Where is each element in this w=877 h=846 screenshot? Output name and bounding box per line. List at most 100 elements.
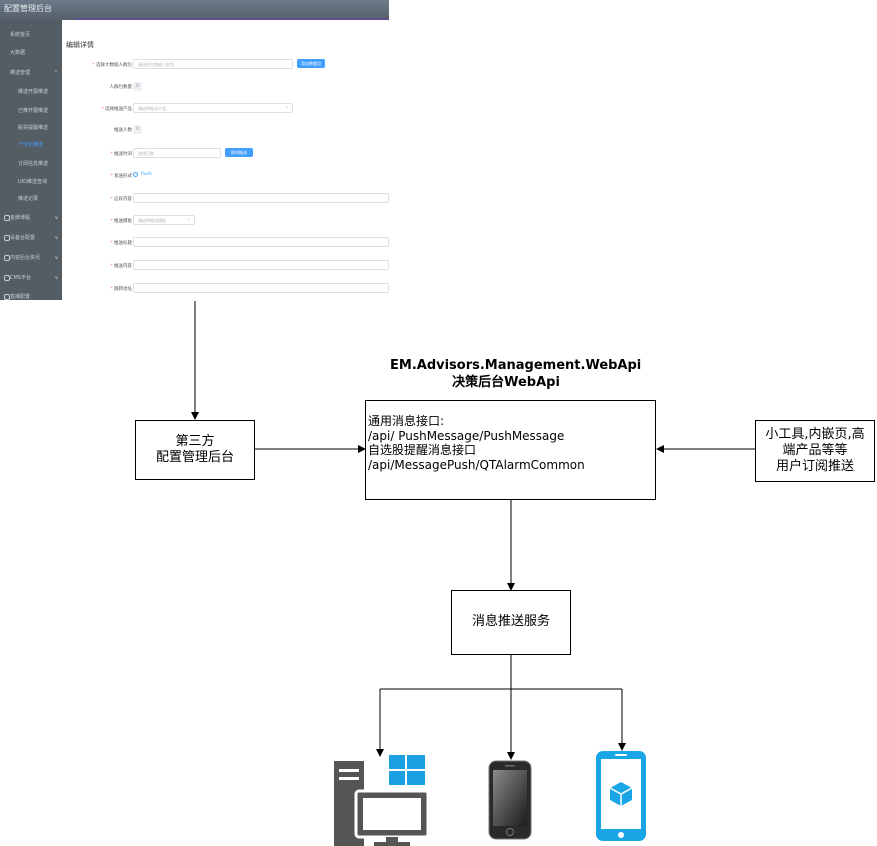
tools-box: 小工具,内嵌页,高 端产品等等 用户订阅推送 [755,420,875,482]
form-label: * 推送内容 [110,263,132,269]
form-row: * 这段内容 [62,193,389,205]
sidebar-item[interactable]: 个性化推送 [0,138,62,152]
windows-pc-icon [334,755,429,846]
tools-line3: 用户订阅推送 [775,459,854,474]
chevron-icon: v [55,215,58,221]
form-label-text: 推送内容 [114,264,132,269]
sidebar-item[interactable]: 推送管理^ [0,66,62,80]
sidebar-item-label: 推送记录 [18,196,39,202]
topbar-accent-line [75,18,389,20]
form-input[interactable]: 请选择推送模板⌄ [133,215,195,225]
form-label-text: 选择大数据人群包 [96,63,132,68]
third-party-line2: 配置管理后台 [155,450,234,465]
form-input[interactable]: 请选择推送产品 ⌄ [133,103,293,113]
sidebar-item[interactable]: 推送记录 [0,192,62,206]
api-box-line: /api/ PushMessage/PushMessage [368,429,565,443]
form-label: 推送人数 [114,127,132,133]
tools-line2: 端产品等等 [782,443,848,458]
sidebar-item-label: 设备台配置 [10,235,36,241]
sidebar-item[interactable]: 推送开展推送 [0,85,62,99]
form-button[interactable]: 添加数据包 [297,59,325,68]
smartphone-icon [488,760,532,840]
push-radio[interactable] [133,172,138,177]
form-label-text: 推送模板 [114,219,132,224]
form-label: * 选择推送产品 [101,106,132,112]
count-value: 0 [133,82,142,91]
sidebar-item[interactable]: 金牌课程 v [0,211,62,225]
form-input[interactable] [133,260,389,270]
required-mark: * [110,287,114,292]
form-row: * 发送形式 Push [62,170,389,182]
chevron-icon: v [55,255,58,261]
required-mark: * [110,152,114,157]
form-label-text: 推送时间 [114,152,132,157]
sidebar-item[interactable]: CMS平台 v [0,271,62,285]
form-row: * 推送内容 [62,260,389,272]
menu-icon [4,215,10,221]
tools-line1: 小工具,内嵌页,高 [765,427,865,442]
sidebar-item[interactable]: 已推开展推送 [0,104,62,118]
form-label-text: 选择推送产品 [105,107,132,112]
sidebar-item[interactable]: 系统首页 [0,28,62,42]
input-placeholder: 请选择大数据人群包 [138,61,174,67]
input-placeholder: 选择日期 [138,150,154,156]
chevron-icon: v [55,275,58,281]
required-mark: * [110,264,114,269]
radio-label: Push [141,172,152,177]
form-row: * 推送模板请选择推送模板⌄ [62,215,389,227]
form-row: * 跳转地址 [62,283,389,295]
form-label: * 这段内容 [110,196,132,202]
input-placeholder: 请选择推送产品 [138,105,166,111]
sidebar-item-label: 系统首页 [10,32,31,38]
admin-topbar: 配置管理后台 [0,0,389,20]
required-mark: * [110,174,114,179]
sidebar-item[interactable]: 直播配置 [0,290,62,300]
sidebar-item-label: 内容后台资讯 [10,255,41,261]
form-label: * 选择大数据人群包 [92,62,132,68]
form-label-text: 这段内容 [114,197,132,202]
sidebar-item[interactable]: 大数据 [0,46,62,60]
form-row: * 推送标题 [62,237,389,249]
sidebar-item-label: 大数据 [10,50,26,56]
form-label-text: 推送标题 [114,241,132,246]
form-input[interactable] [133,193,389,203]
sidebar-item[interactable]: 内容后台资讯 v [0,251,62,265]
sidebar-item[interactable]: 股票提醒推送 [0,121,62,135]
third-party-line1: 第三方 [175,434,215,449]
sidebar-item[interactable]: UID推送查询 [0,175,62,189]
chevron-icon: ^ [53,70,58,76]
chevron-icon: v [55,235,58,241]
menu-icon [4,255,10,261]
form-label: * 跳转地址 [110,286,132,292]
sidebar-item-label: CMS平台 [10,275,31,281]
api-title-line1: EM.Advisors.Management.WebApi [390,358,642,373]
form-row: * 推送时间 选择日期 即时推送 [62,148,389,160]
sidebar-item[interactable]: 订阅信息推送 [0,157,62,171]
form-input[interactable] [133,237,389,247]
sidebar-item-label: 金牌课程 [10,215,31,221]
required-mark: * [101,107,105,112]
required-mark: * [92,63,96,68]
chevron-down-icon: ⌄ [284,104,289,110]
form-input[interactable]: 选择日期 [133,148,221,158]
form-button[interactable]: 即时推送 [225,148,253,157]
required-mark: * [110,197,114,202]
count-value: 0 [133,125,142,134]
form-input[interactable]: 请选择大数据人群包 [133,59,293,69]
sidebar-item[interactable]: 设备台配置 v [0,231,62,245]
api-box-line: /api/MessagePush/QTAlarmCommon [368,458,585,472]
api-title-line2: 决策后台WebApi [452,375,560,390]
form-label-text: 人群包数量 [109,85,133,90]
form-input[interactable] [133,283,389,293]
form-row: * 选择大数据人群包请选择大数据人群包添加数据包 [62,59,389,71]
required-mark: * [110,241,114,246]
form-label: * 发送形式 [110,173,132,179]
push-service-label: 消息推送服务 [471,614,550,629]
form-row: * 选择推送产品请选择推送产品⌄ [62,103,389,115]
form-label-text: 推送人数 [114,128,132,133]
sidebar-item-label: 订阅信息推送 [18,161,49,167]
